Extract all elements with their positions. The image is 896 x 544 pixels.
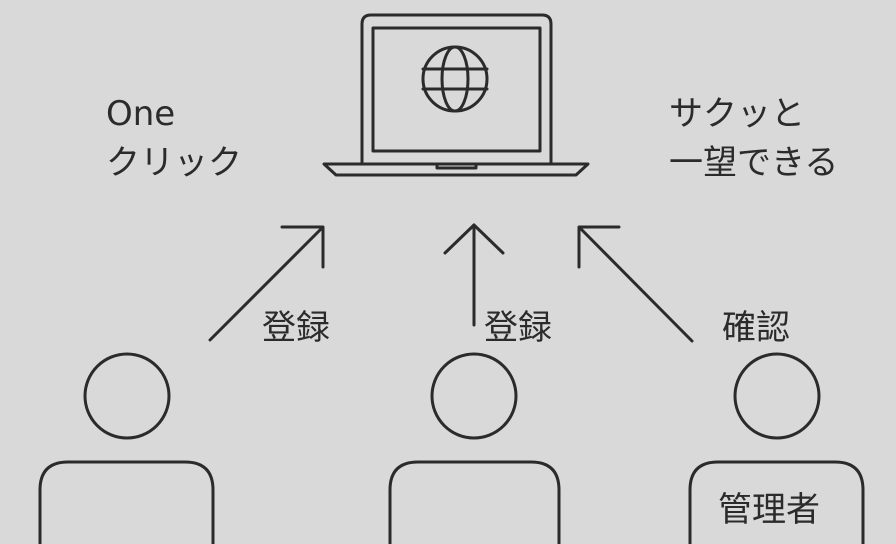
label-overview: 一望できる — [669, 143, 839, 183]
label-quick: サクッと — [669, 94, 805, 134]
laptop-icon — [322, 13, 590, 177]
arrow-middle — [443, 223, 505, 327]
arrow-left — [208, 225, 325, 342]
action-register-1: 登録 — [262, 308, 330, 349]
role-admin-label: 管理者 — [718, 490, 820, 531]
label-click: クリック — [106, 143, 242, 183]
label-one: One — [106, 94, 176, 134]
action-confirm: 確認 — [722, 308, 790, 349]
person-icon-admin — [688, 352, 865, 544]
person-icon-1 — [38, 352, 215, 544]
person-icon-2 — [388, 352, 561, 544]
arrow-right — [577, 225, 694, 343]
globe-icon — [421, 45, 489, 113]
action-register-2: 登録 — [484, 308, 552, 349]
